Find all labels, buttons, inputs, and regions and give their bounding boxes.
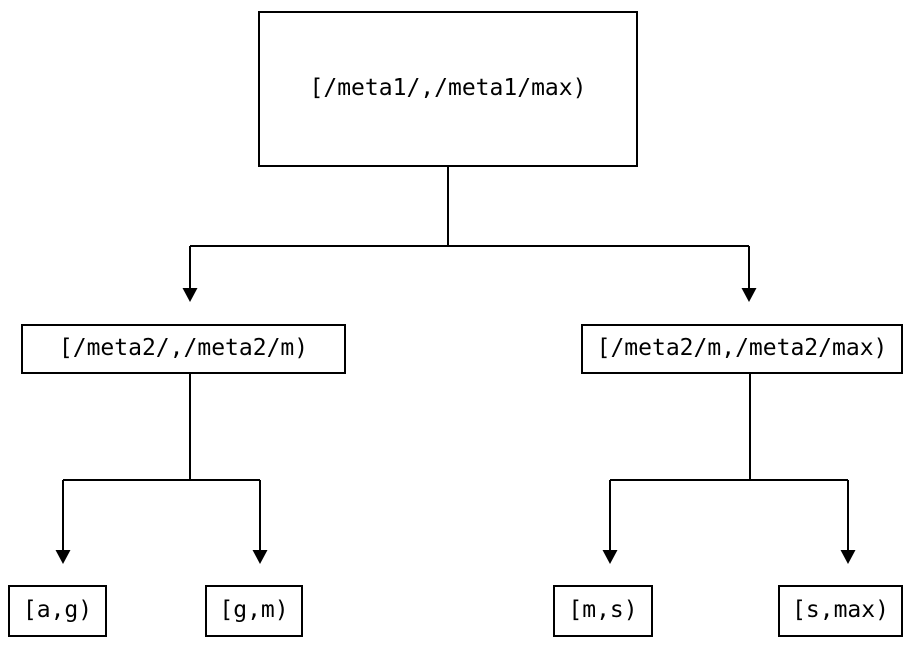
- tree-node-label-branch-left: [/meta2/,/meta2/m): [58, 335, 309, 362]
- connector-branch-left-arrowhead-0: [55, 550, 71, 564]
- tree-node-label-leaf-ag: [a,g): [22, 597, 93, 624]
- connector-branch-right-arrowhead-0: [602, 550, 618, 564]
- tree-node-label-branch-right: [/meta2/m,/meta2/max): [596, 335, 888, 362]
- connector-branch-right-arrowhead-1: [840, 550, 856, 564]
- connector-branch-left-arrowhead-1: [252, 550, 268, 564]
- connector-branch-left: [55, 374, 268, 564]
- tree-node-leaf-gm[interactable]: [g,m): [205, 585, 303, 637]
- tree-node-label-leaf-ms: [m,s): [568, 597, 638, 624]
- connector-branch-right: [602, 374, 856, 564]
- tree-node-branch-right[interactable]: [/meta2/m,/meta2/max): [581, 324, 903, 374]
- connector-root-arrowhead-0: [182, 288, 198, 302]
- tree-node-leaf-smax[interactable]: [s,max): [778, 585, 903, 637]
- tree-node-root[interactable]: [/meta1/,/meta1/max): [258, 11, 638, 167]
- tree-node-label-root: [/meta1/,/meta1/max): [309, 75, 587, 102]
- tree-node-label-leaf-gm: [g,m): [219, 597, 289, 624]
- tree-node-leaf-ag[interactable]: [a,g): [8, 585, 107, 637]
- tree-node-leaf-ms[interactable]: [m,s): [553, 585, 653, 637]
- tree-node-branch-left[interactable]: [/meta2/,/meta2/m): [21, 324, 346, 374]
- tree-node-label-leaf-smax: [s,max): [792, 597, 889, 624]
- connector-root-arrowhead-1: [741, 288, 757, 302]
- connector-root: [182, 167, 757, 302]
